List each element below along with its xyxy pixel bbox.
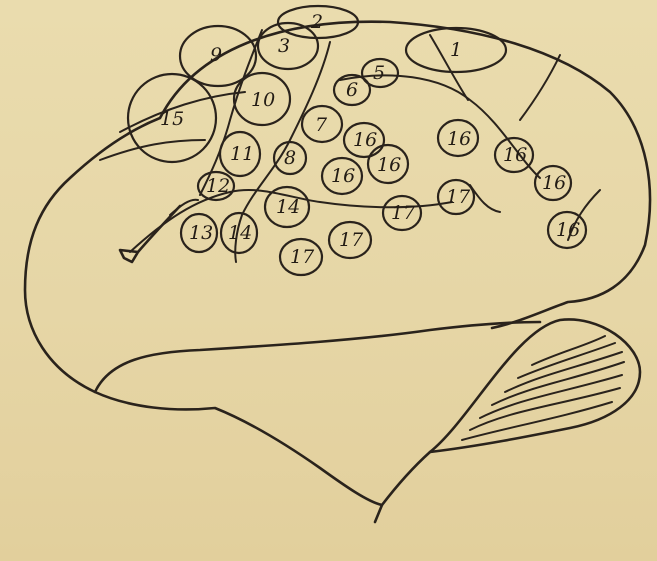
region-label: 12 xyxy=(206,175,230,197)
region-label: 17 xyxy=(339,229,364,251)
region-label: 16 xyxy=(447,128,471,150)
cerebellum-outline xyxy=(430,319,640,452)
region-label: 15 xyxy=(160,108,184,130)
region-label: 8 xyxy=(284,147,296,169)
region-label: 16 xyxy=(353,129,377,151)
brainstem-outline xyxy=(375,452,430,522)
region-label: 17 xyxy=(446,186,471,208)
region-label: 14 xyxy=(228,222,252,244)
occipital-sulcus xyxy=(470,185,600,240)
region-label: 16 xyxy=(542,172,566,194)
cerebrum-outline xyxy=(25,22,650,505)
region-label: 11 xyxy=(230,143,254,165)
region-label: 5 xyxy=(373,62,385,84)
temporal-lobe-edge xyxy=(95,322,540,392)
region-label: 9 xyxy=(210,44,222,66)
region-label: 17 xyxy=(290,246,315,268)
region-label: 16 xyxy=(331,165,355,187)
region-label: 3 xyxy=(278,35,290,57)
region-label: 13 xyxy=(189,222,213,244)
region-label: 7 xyxy=(315,114,328,136)
region-label: 6 xyxy=(346,79,358,101)
region-label: 16 xyxy=(377,154,401,176)
region-label: 16 xyxy=(556,219,580,241)
region-label: 16 xyxy=(503,144,527,166)
region-label: 1 xyxy=(450,39,462,61)
region-label: 10 xyxy=(251,89,275,111)
region-label: 14 xyxy=(276,196,300,218)
region-label: 17 xyxy=(391,202,416,224)
region-label: 2 xyxy=(310,11,323,33)
